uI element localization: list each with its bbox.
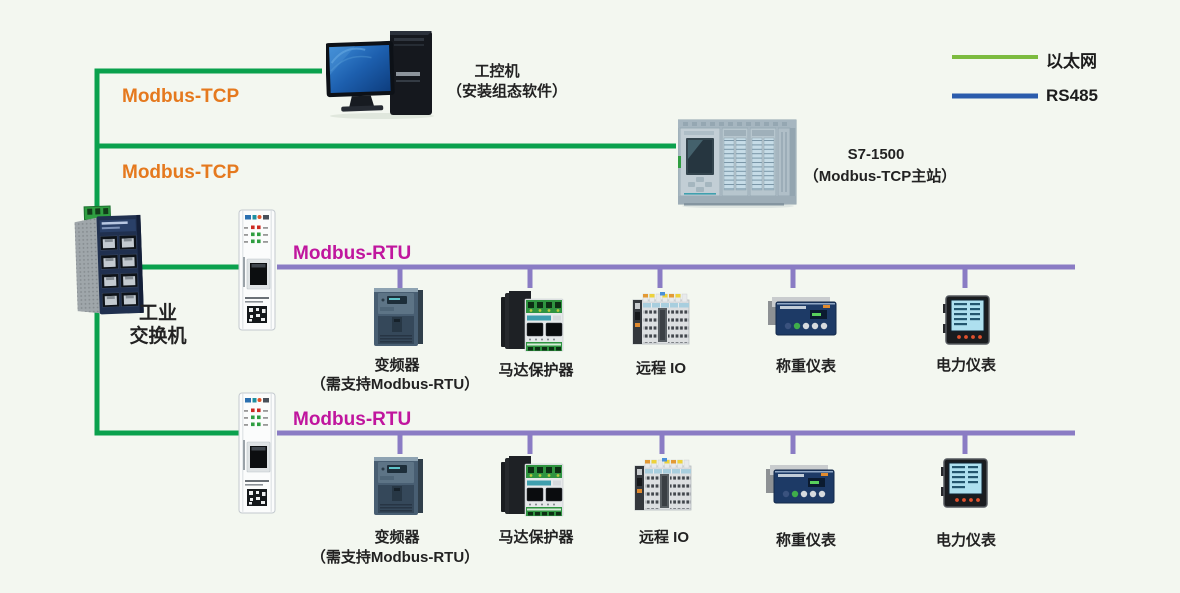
power-meter-label-row2: 电力仪表 [935, 532, 997, 549]
switch-label-line2: 交换机 [129, 326, 187, 347]
motor-protector-row2 [499, 452, 567, 523]
switch-label-line1: 工业 [138, 303, 178, 324]
remote-io-row2 [633, 457, 693, 517]
motor-protector-row1 [499, 287, 567, 358]
industrial-switch [72, 204, 148, 318]
inverter-sublabel-row1: （需支持Modbus-RTU） [310, 376, 480, 393]
power-meter-row2 [939, 457, 989, 514]
gateway-2 [238, 392, 276, 514]
modbus-rtu-lines [277, 264, 1075, 454]
inverter-row1 [372, 286, 424, 353]
remote-io-row1 [631, 291, 691, 351]
legend-ethernet-label: 以太网 [1046, 52, 1097, 71]
industrial-pc-label: 工控机 [474, 63, 520, 80]
inverter-row2 [372, 455, 424, 522]
plc-label: S7-1500 [847, 146, 905, 163]
weighing-label-row1: 称重仪表 [775, 358, 837, 375]
industrial-pc-sublabel: （安装组态软件） [446, 83, 568, 100]
inverter-sublabel-row2: （需支持Modbus-RTU） [310, 549, 480, 566]
weighing-indicator-row1 [766, 295, 838, 342]
inverter-label-row2: 变频器 [374, 529, 420, 546]
power-meter-row1 [941, 294, 991, 351]
motor-protector-label-row2: 马达保护器 [498, 529, 574, 546]
modbus-tcp-label-1: Modbus-TCP [122, 86, 240, 107]
remote-io-label-row1: 远程 IO [635, 360, 687, 377]
gateway-1 [238, 209, 276, 331]
power-meter-label-row1: 电力仪表 [935, 357, 997, 374]
modbus-rtu-label-2: Modbus-RTU [293, 409, 412, 430]
industrial-pc [323, 28, 438, 120]
weighing-indicator-row2 [764, 463, 836, 510]
remote-io-label-row2: 远程 IO [638, 529, 690, 546]
plc-sublabel: （Modbus-TCP主站） [803, 168, 957, 185]
plc-s7-1500 [677, 118, 798, 209]
weighing-label-row2: 称重仪表 [775, 532, 837, 549]
motor-protector-label-row1: 马达保护器 [498, 362, 574, 379]
modbus-tcp-label-2: Modbus-TCP [122, 162, 240, 183]
modbus-rtu-label-1: Modbus-RTU [293, 243, 412, 264]
legend-rs485-label: RS485 [1046, 86, 1098, 105]
inverter-label-row1: 变频器 [374, 357, 420, 374]
